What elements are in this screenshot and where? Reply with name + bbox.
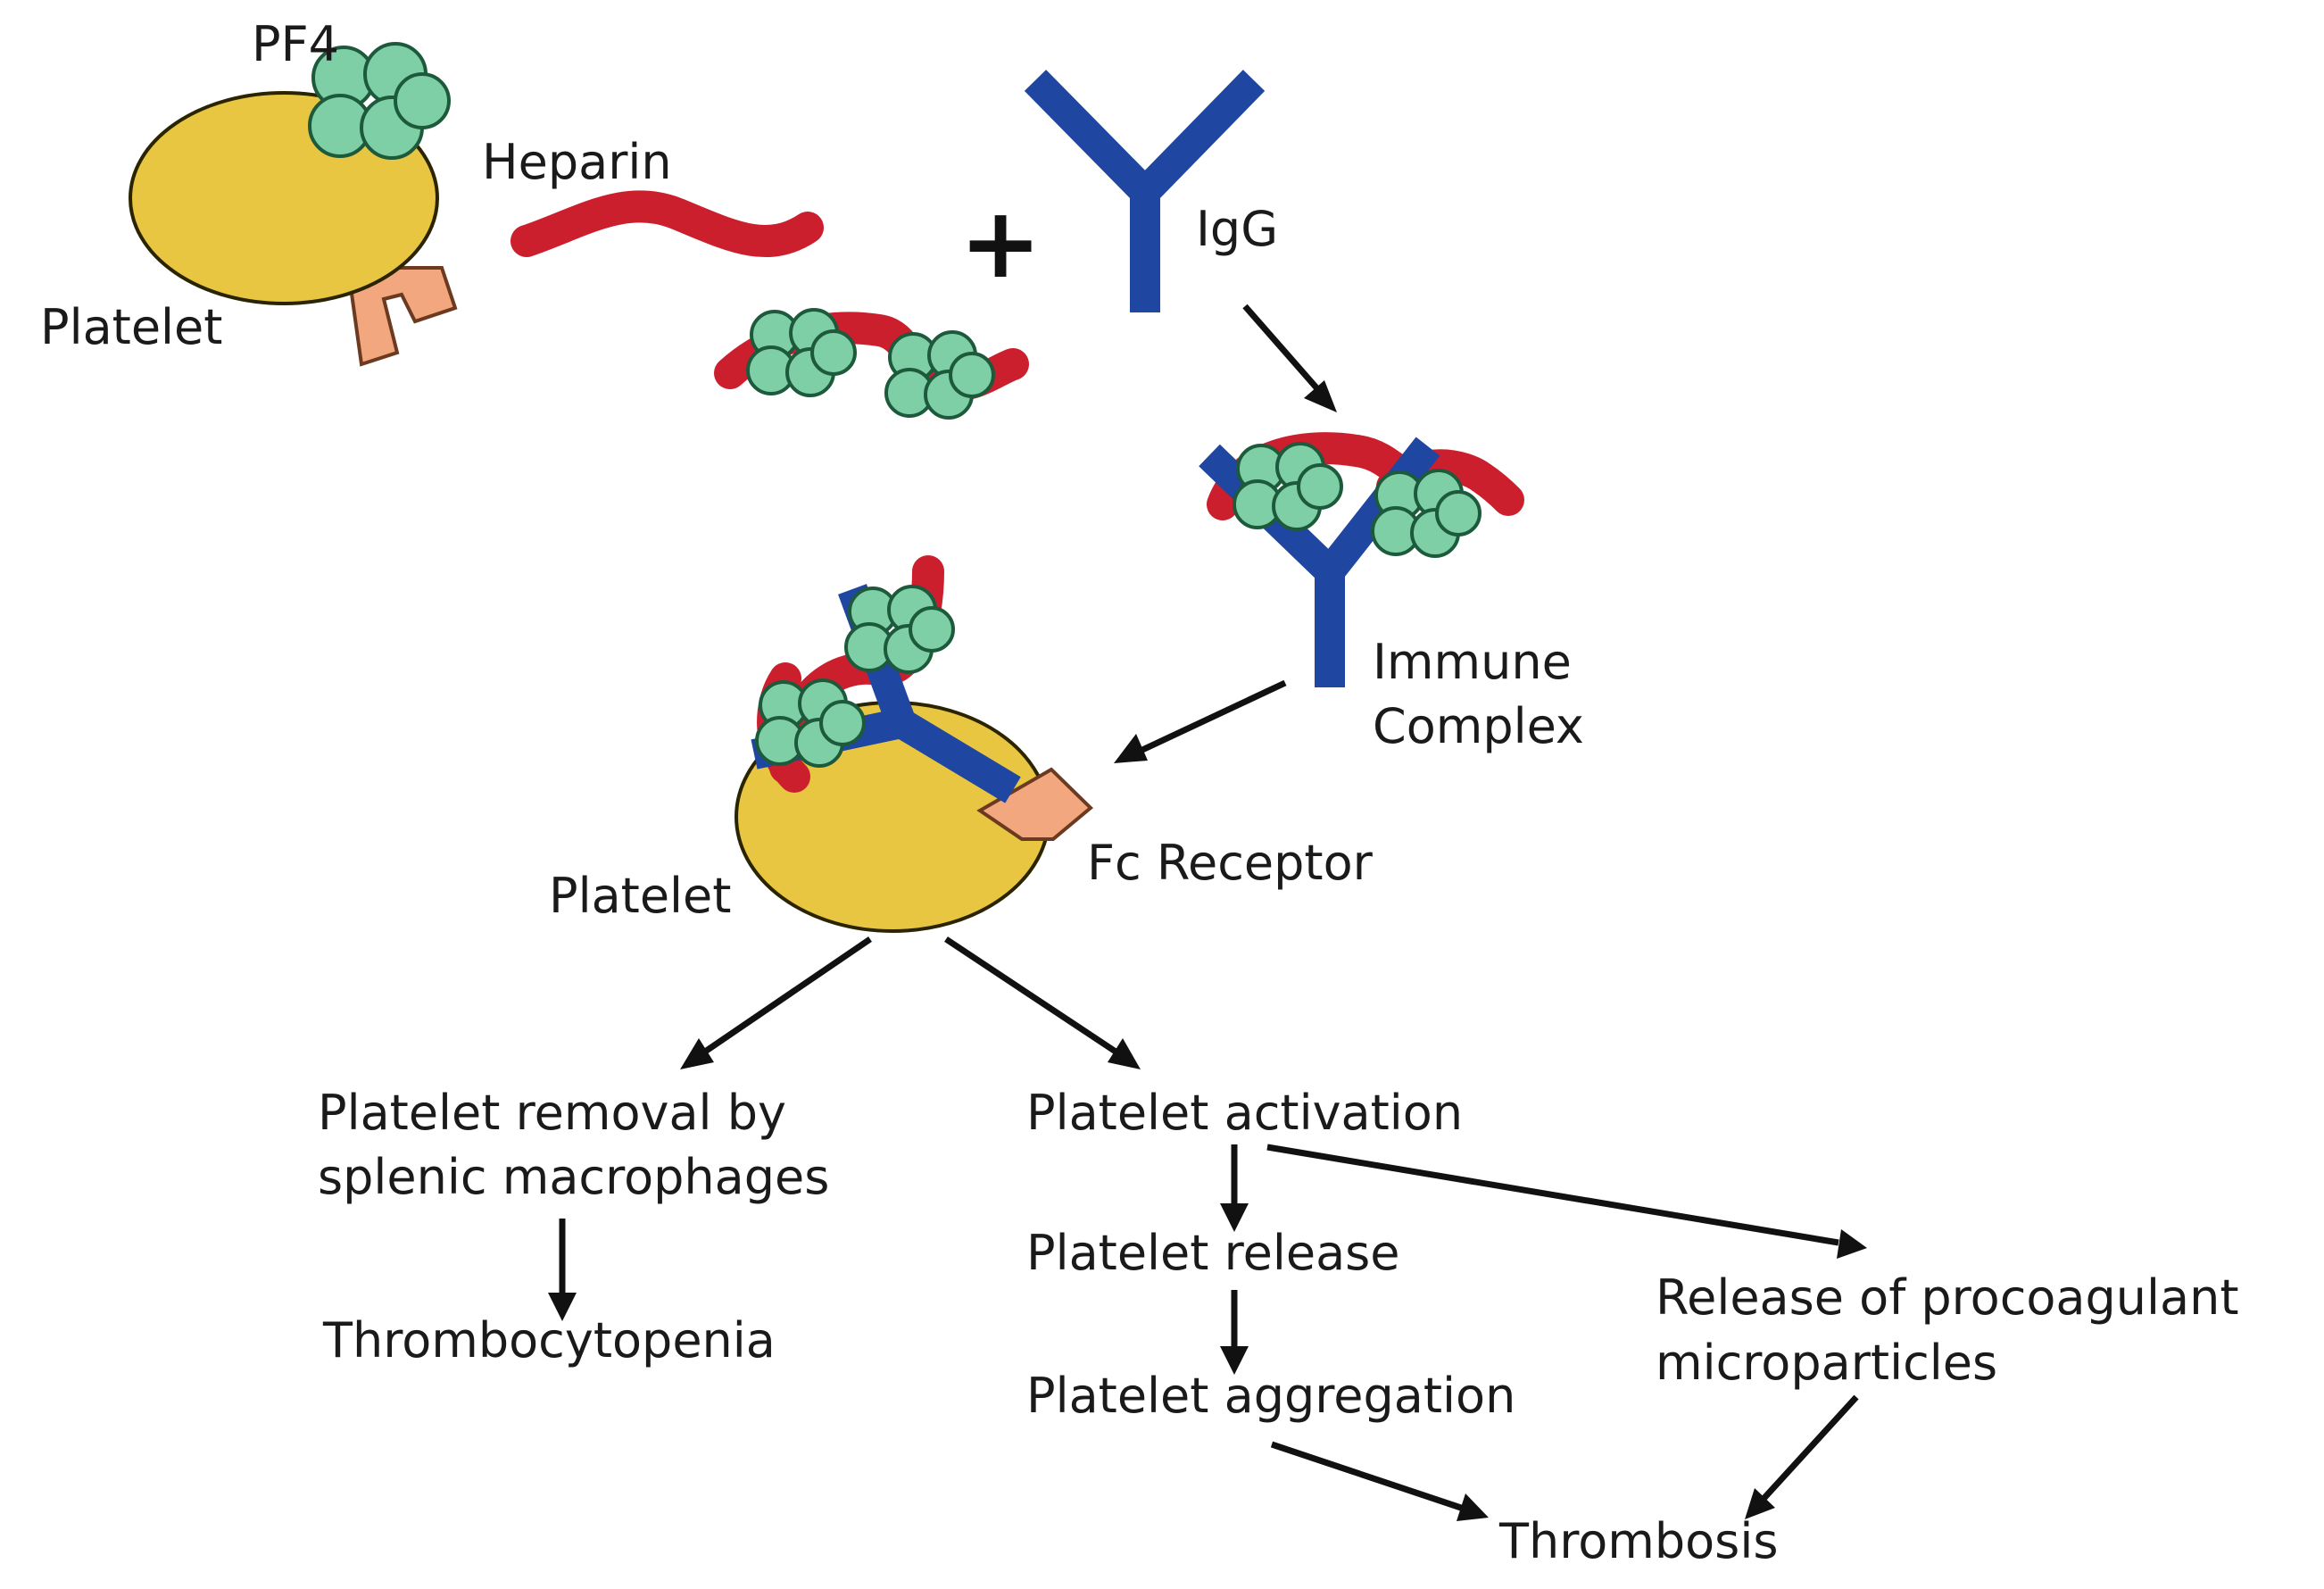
fc-receptor-top — [345, 266, 458, 367]
label-immune-complex-line1: Immune — [1373, 634, 1572, 690]
platelet-activated — [735, 555, 1093, 933]
label-thrombosis: Thrombosis — [1498, 1513, 1778, 1569]
arrow-aggregation-to-thrombosis — [1270, 1441, 1489, 1521]
immune-complex-icon — [1199, 432, 1524, 687]
plus-sign: + — [959, 186, 1042, 300]
label-aggregation: Platelet aggregation — [1026, 1368, 1515, 1424]
heparin-chain — [510, 190, 824, 257]
label-igg: IgG — [1196, 201, 1278, 257]
label-removal-line1: Platelet removal by — [318, 1085, 786, 1141]
arrow-to-activation — [944, 936, 1141, 1069]
arrow-to-removal — [680, 936, 872, 1069]
arrow-activation-to-procoagulant — [1266, 1144, 1867, 1259]
igg-icon — [1024, 70, 1266, 312]
arrow-igg-to-complex — [1242, 304, 1337, 412]
label-pf4: PF4 — [252, 16, 339, 72]
arrow-procoagulant-to-thrombosis — [1745, 1394, 1859, 1519]
label-removal-line2: splenic macrophages — [318, 1149, 829, 1205]
label-platelet-top: Platelet — [40, 299, 222, 355]
label-procoagulant-line1: Release of procoagulant — [1656, 1269, 2239, 1326]
platelet-top — [129, 42, 458, 367]
label-release: Platelet release — [1026, 1225, 1400, 1281]
label-immune-complex-line2: Complex — [1373, 698, 1584, 754]
label-platelet-mid: Platelet — [549, 868, 731, 924]
heparin-pf4-complex — [714, 308, 1029, 420]
label-procoagulant-line2: microparticles — [1656, 1335, 1997, 1391]
fc-receptor-mid — [976, 767, 1093, 841]
arrow-activation-to-release — [1220, 1144, 1249, 1232]
arrow-removal-to-thrombocytopenia — [548, 1219, 577, 1321]
arrow-complex-to-platelet — [1114, 679, 1287, 763]
label-activation: Platelet activation — [1026, 1085, 1463, 1141]
label-fc-receptor: Fc Receptor — [1087, 835, 1374, 891]
label-heparin: Heparin — [482, 134, 672, 190]
label-thrombocytopenia: Thrombocytopenia — [322, 1312, 776, 1369]
arrow-release-to-aggregation — [1220, 1290, 1249, 1375]
